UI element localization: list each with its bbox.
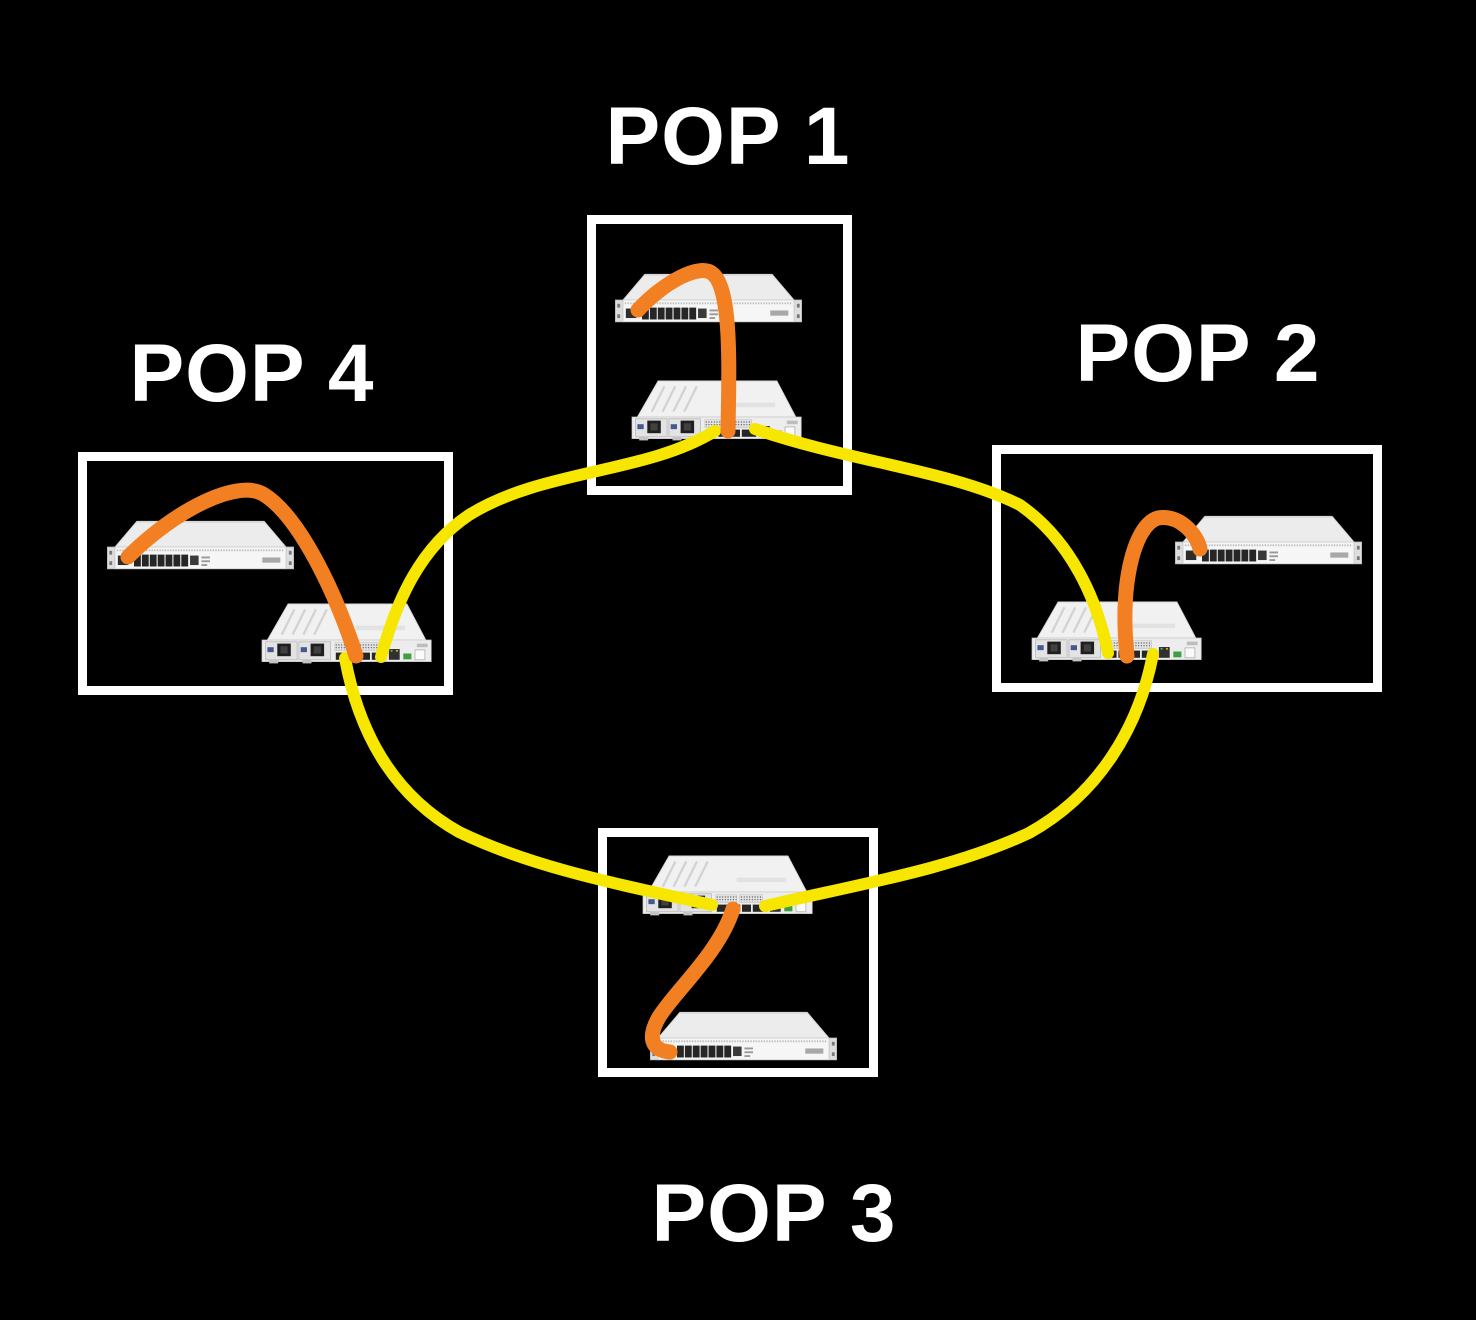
pop1-box [587,215,852,495]
cable-pop4-pop3 [339,652,718,911]
cable-pop3-internal [644,901,741,1060]
pop2-box [992,445,1382,692]
cable-pop1-pop4 [375,425,721,663]
pop1-label: POP 1 [605,91,851,182]
pop3-box [598,828,878,1077]
pop4-label: POP 4 [129,328,375,419]
cable-pop2-pop3 [759,648,1159,912]
cable-pop4-internal [120,482,364,664]
cable-pop1-pop2 [749,423,1114,659]
pop4-box [78,452,453,695]
pop2-label: POP 2 [1075,308,1321,399]
pop3-label: POP 3 [651,1168,897,1259]
pop2-router-rear [1030,600,1203,663]
cable-pop1-internal [630,263,737,439]
pop3-router-front [649,1011,838,1061]
cable-pop2-internal [1117,510,1208,664]
